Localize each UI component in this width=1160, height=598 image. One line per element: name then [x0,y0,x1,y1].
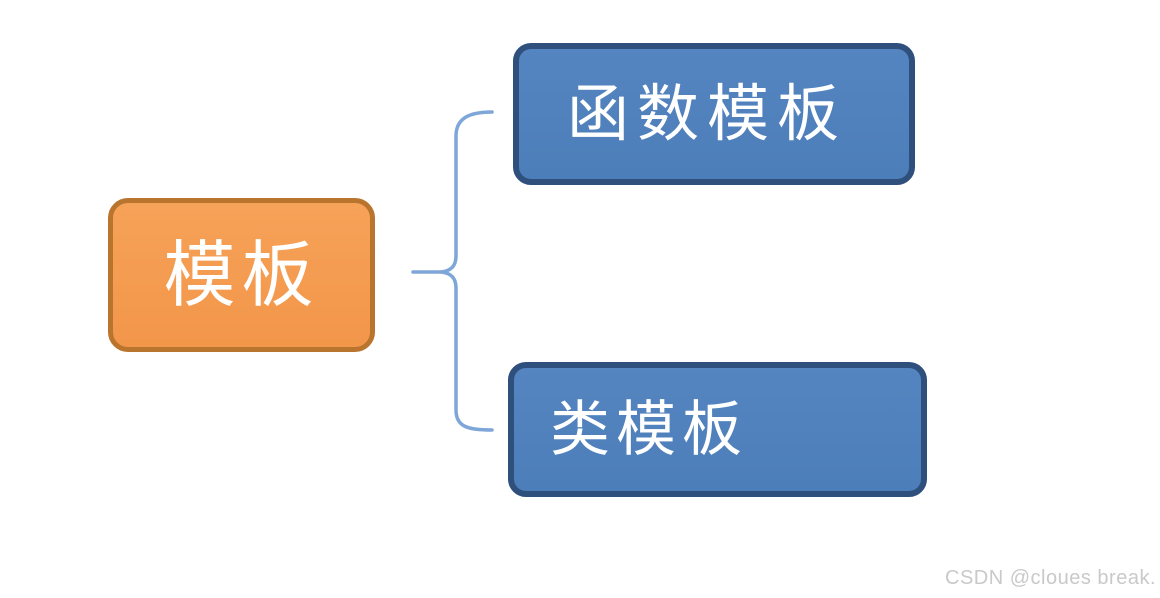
curly-brace [439,110,494,432]
node-template-label: 模板 [163,233,320,317]
node-class-template-label: 类模板 [550,394,748,465]
node-template: 模板 [108,198,375,352]
node-class-template: 类模板 [508,362,927,497]
node-function-template: 函数模板 [513,43,915,185]
watermark-text: CSDN @cloues break. [945,567,1156,589]
node-function-template-label: 函数模板 [566,77,847,150]
